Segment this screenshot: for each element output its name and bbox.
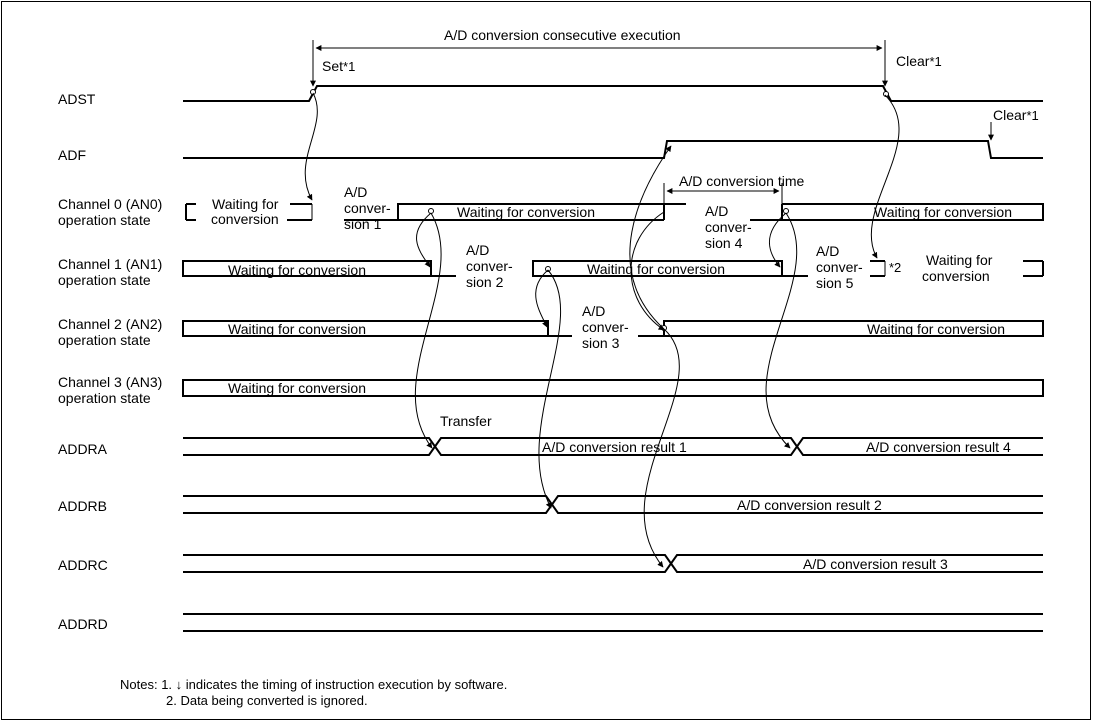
- conversion-time-label: A/D conversion time: [679, 173, 805, 189]
- addra-result-1: A/D conversion result 1: [542, 439, 687, 455]
- conv4-line3: sion 4: [705, 235, 743, 251]
- causality-arrows: [304, 92, 900, 568]
- signal-label-ch1-line2: operation state: [58, 272, 151, 288]
- signal-label-addrc: ADDRC: [58, 557, 108, 573]
- conv5-line1: A/D: [816, 243, 840, 259]
- adf-waveform: [183, 140, 1043, 159]
- consecutive-span: [310, 40, 994, 141]
- addrc-waveform: [183, 554, 1043, 573]
- signal-label-ch0-line1: Channel 0 (AN0): [58, 196, 163, 212]
- addrb-waveform: [183, 495, 1043, 514]
- addrc-result-3: A/D conversion result 3: [803, 556, 948, 572]
- signal-label-ch2-line2: operation state: [58, 332, 151, 348]
- signal-label-ch3-line2: operation state: [58, 390, 151, 406]
- signal-label-addra: ADDRA: [58, 441, 108, 457]
- notes-line-1: Notes: 1. ↓ indicates the timing of inst…: [120, 677, 508, 692]
- conv3-line3: sion 3: [582, 335, 620, 351]
- ch2-waiting-left: Waiting for conversion: [228, 321, 366, 337]
- ch1-waiting-right-line1: Waiting for: [926, 252, 993, 268]
- conv2-line1: A/D: [466, 242, 490, 258]
- transfer-label: Transfer: [440, 413, 492, 429]
- conv3-line1: A/D: [582, 303, 606, 319]
- conv2-line2: conver-: [466, 258, 513, 274]
- addra-result-4: A/D conversion result 4: [866, 439, 1011, 455]
- signal-label-addrd: ADDRD: [58, 616, 108, 632]
- signal-label-adf: ADF: [58, 147, 86, 163]
- channel-1-waveform: [182, 260, 1044, 277]
- addrb-result-2: A/D conversion result 2: [737, 497, 882, 513]
- conv2-line3: sion 2: [466, 274, 504, 290]
- signal-label-adst: ADST: [58, 91, 96, 107]
- ch0-waiting-line2: conversion: [211, 211, 279, 227]
- channel-3-waveform: [182, 379, 1044, 397]
- ch1-waiting-right-line2: conversion: [922, 268, 990, 284]
- addra-waveform: [183, 437, 1043, 456]
- ch0-waiting-middle: Waiting for conversion: [457, 204, 595, 220]
- ch2-waiting-right: Waiting for conversion: [867, 321, 1005, 337]
- conversion-time-bracket: [663, 183, 783, 204]
- ignored-mark: *2: [889, 260, 902, 275]
- clear-label-adst: Clear*1: [896, 53, 942, 69]
- clear-label-adf: Clear*1: [993, 107, 1039, 123]
- ch0-waiting-line1: Waiting for: [212, 196, 279, 212]
- signal-label-ch3-line1: Channel 3 (AN3): [58, 374, 163, 390]
- adst-waveform: [183, 85, 1043, 102]
- signal-label-ch2-line1: Channel 2 (AN2): [58, 316, 163, 332]
- addrd-waveform: [183, 613, 1043, 632]
- conv1-line3: sion 1: [344, 216, 382, 232]
- signal-label-addrb: ADDRB: [58, 498, 108, 514]
- set-label: Set*1: [322, 58, 356, 74]
- ch1-waiting-middle: Waiting for conversion: [587, 261, 725, 277]
- ch0-waiting-right: Waiting for conversion: [874, 204, 1012, 220]
- conv5-line3: sion 5: [816, 275, 854, 291]
- conv4-line2: conver-: [705, 219, 752, 235]
- conv3-line2: conver-: [582, 319, 629, 335]
- conv1-line2: conver-: [344, 200, 391, 216]
- ch1-waiting-left: Waiting for conversion: [228, 262, 366, 278]
- signal-label-ch0-line2: operation state: [58, 212, 151, 228]
- notes-line-2: 2. Data being converted is ignored.: [166, 693, 368, 708]
- consecutive-execution-label: A/D conversion consecutive execution: [444, 27, 681, 43]
- conv1-line1: A/D: [344, 184, 368, 200]
- ch3-waiting: Waiting for conversion: [228, 380, 366, 396]
- conv5-line2: conver-: [816, 259, 863, 275]
- signal-label-ch1-line1: Channel 1 (AN1): [58, 256, 163, 272]
- conv4-line1: A/D: [705, 203, 729, 219]
